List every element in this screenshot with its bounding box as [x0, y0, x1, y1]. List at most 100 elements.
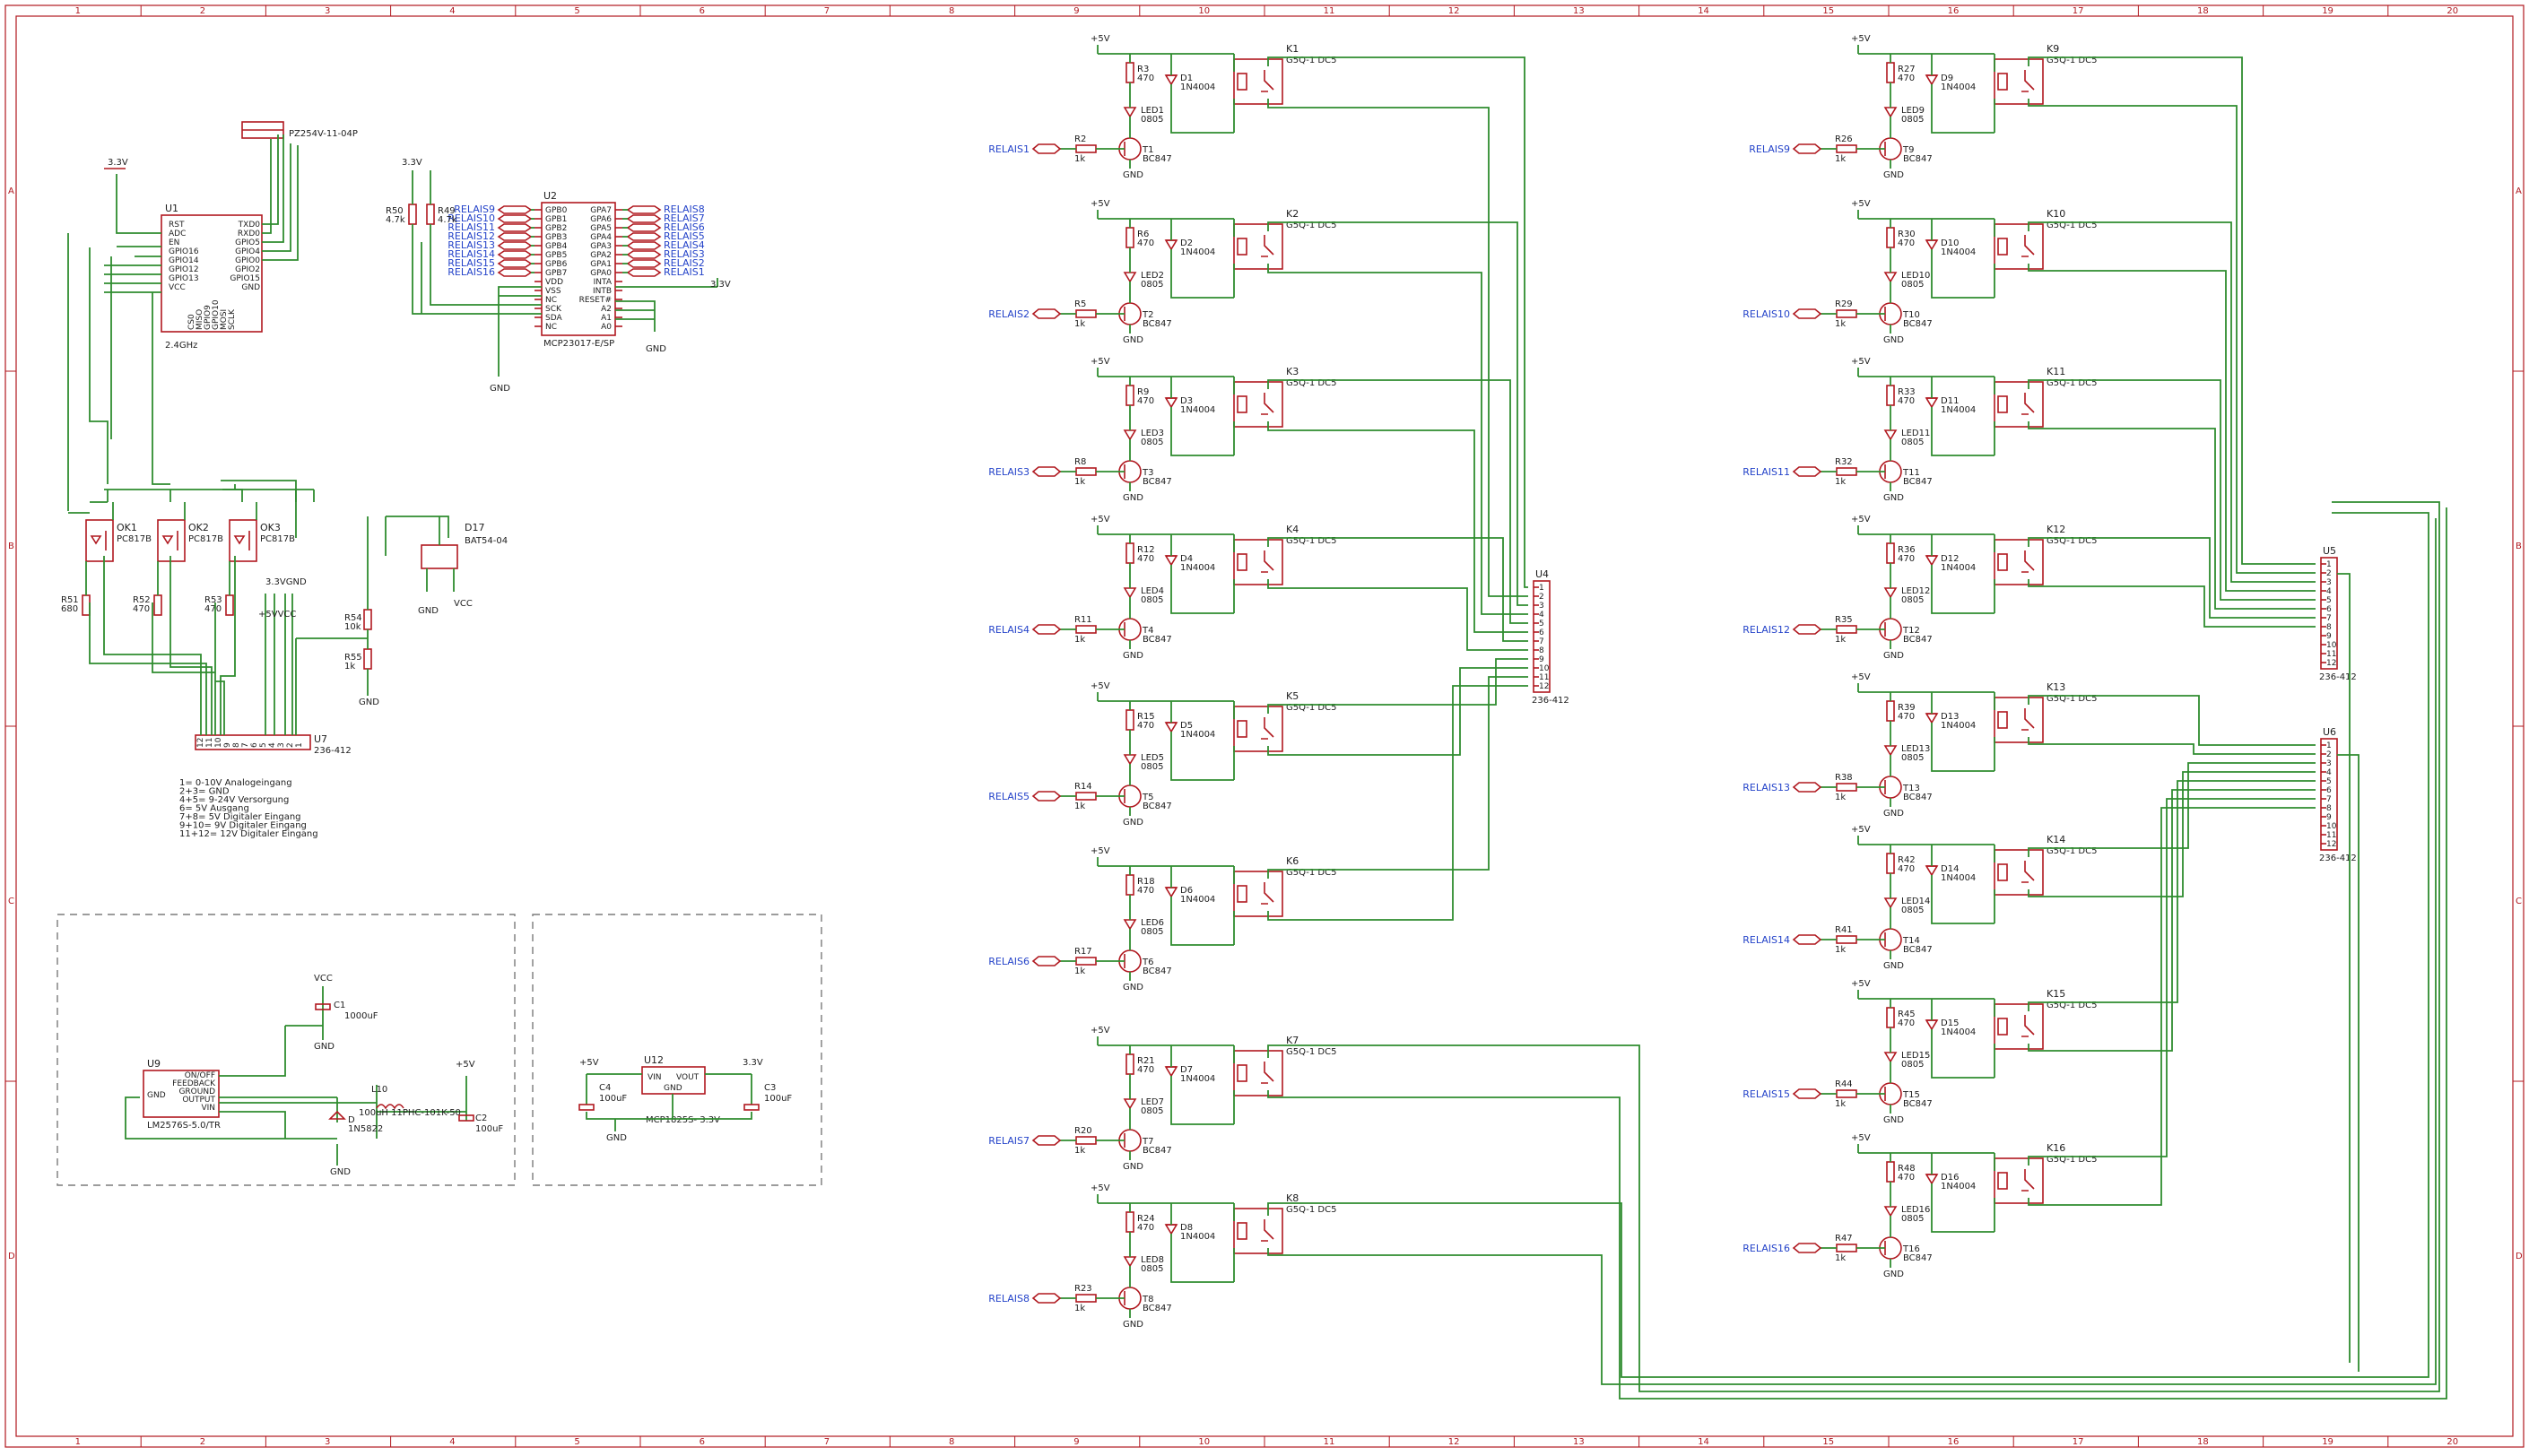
resistor [1125, 62, 1134, 83]
ldo-ref: U12 [644, 1054, 664, 1066]
wire [2028, 379, 2316, 601]
frame-col-label-bottom: 16 [1948, 1437, 1960, 1447]
led-ref: LED7 [1141, 1097, 1164, 1107]
relay-contact [2021, 70, 2035, 92]
gnd-label: GND [1883, 335, 1904, 345]
mcu-pin-right: TXD0 [238, 221, 261, 230]
transistor-val: BC847 [1143, 802, 1172, 811]
relay-coil [1997, 1172, 2008, 1190]
transistor-ref: T10 [1902, 310, 1920, 320]
relay-contact [2021, 1015, 2035, 1037]
transistor-val: BC847 [1143, 1304, 1172, 1313]
relay-coil [1237, 553, 1247, 571]
u5-pin: 12 [2326, 659, 2336, 668]
resistor-ref: R42 [1898, 855, 1916, 865]
relay-contact [2021, 708, 2035, 731]
transistor-val: BC847 [1143, 1146, 1172, 1156]
diode-ref: D9 [1941, 74, 1953, 83]
c4-val: 100uF [599, 1094, 627, 1104]
wire [1170, 1045, 1234, 1125]
frame-col-label-top: 20 [2446, 6, 2458, 16]
relay-body [1233, 1050, 1283, 1096]
relay-body [1233, 58, 1283, 105]
relay-contact-wiring [1267, 56, 2447, 1400]
relay-val: G5Q-1 DC5 [2047, 846, 2097, 856]
led-icon [1883, 1052, 1898, 1063]
note-line: 11+12= 12V Digitaler Eingang [179, 829, 318, 839]
diode-icon [1925, 239, 1939, 251]
diode-ref: D8 [1180, 1223, 1193, 1233]
c4-ref: C4 [599, 1083, 611, 1093]
base-resistor-ref: R8 [1074, 457, 1086, 467]
resistor [1836, 625, 1857, 634]
v5-label: +5V [1851, 825, 1871, 835]
wire [2028, 421, 2316, 610]
relay-body [1994, 1157, 2044, 1204]
net-flag [1031, 308, 1062, 319]
wire [1931, 999, 1995, 1079]
base-resistor-val: 1k [1835, 319, 1846, 329]
resistor-val: 470 [1898, 1173, 1915, 1183]
divider: R54 10k R55 1k GND [296, 516, 379, 707]
gnd-label: GND [1883, 961, 1904, 971]
resistor-ref: R39 [1898, 703, 1916, 713]
frame-row-label-left: A [8, 186, 14, 196]
net-label: RELAIS11 [448, 221, 495, 233]
transistor-val: BC847 [1143, 319, 1172, 329]
expander-pin-right: GPA3 [590, 242, 612, 251]
ldo-gnd: GND [606, 1133, 627, 1143]
diode-ref: D4 [1180, 554, 1193, 564]
relay-coil [1237, 1222, 1247, 1240]
opto-ref: OK2 [188, 522, 209, 533]
expander-pin-left: SCK [545, 305, 562, 314]
relay-contact [1261, 550, 1274, 573]
resistor-val: 470 [1137, 721, 1154, 731]
expander-pin-right: GPA4 [590, 233, 612, 242]
frame-row-label-left: B [8, 542, 14, 551]
led-ref: LED1 [1141, 106, 1164, 116]
expander-pin-right: GPA7 [590, 206, 612, 215]
buck-section: U9 LM2576S-5.0/TR ON/OFFFEEDBACKGROUNDOU… [125, 974, 503, 1177]
wire [229, 502, 257, 595]
u7-pin: 12 [196, 738, 205, 748]
d17-vcc: VCC [454, 599, 473, 609]
mcu-pin-left: VCC [169, 283, 186, 292]
wire [2028, 807, 2316, 1206]
c3-ref: C3 [764, 1083, 776, 1093]
resistor-ref: R48 [1898, 1164, 1916, 1174]
base-resistor-ref: R32 [1835, 457, 1853, 467]
opto-body [85, 519, 114, 562]
buck-pin: VIN [201, 1104, 215, 1113]
resistor-ref: R53 [204, 595, 222, 605]
diode-val: 1N4004 [1180, 82, 1215, 92]
resistor [1075, 957, 1097, 966]
resistor [1886, 385, 1895, 406]
resistor-val: 470 [1137, 74, 1154, 83]
l10-ref: L10 [371, 1085, 387, 1095]
l10-val: 100uH 11PHC-101K-50 [359, 1108, 461, 1118]
net-flag [1031, 624, 1062, 635]
frame-col-label-top: 18 [2197, 6, 2209, 16]
diode-icon [1925, 1019, 1939, 1031]
u7-pin: 9 [223, 742, 232, 748]
resistor-ref: R24 [1137, 1214, 1155, 1224]
v5-label: +5V [1091, 515, 1110, 524]
u6-pin: 9 [2326, 813, 2332, 822]
base-resistor-ref: R11 [1074, 615, 1092, 625]
diode-icon [1925, 397, 1939, 409]
led-ref: LED12 [1901, 586, 1930, 596]
net-label: RELAIS15 [448, 257, 495, 269]
wire [1267, 685, 1528, 921]
buck-part: LM2576S-5.0/TR [147, 1121, 221, 1131]
v33gnd-label: 3.3VGND [265, 577, 307, 587]
opto-body [229, 519, 257, 562]
base-resistor-ref: R14 [1074, 782, 1092, 792]
wire [2028, 579, 2316, 628]
net-label: RELAIS16 [448, 266, 495, 278]
v5-label: +5V [1851, 672, 1871, 682]
net-flag [626, 223, 662, 232]
resistor [1125, 542, 1134, 564]
led-val: 0805 [1901, 438, 1924, 447]
